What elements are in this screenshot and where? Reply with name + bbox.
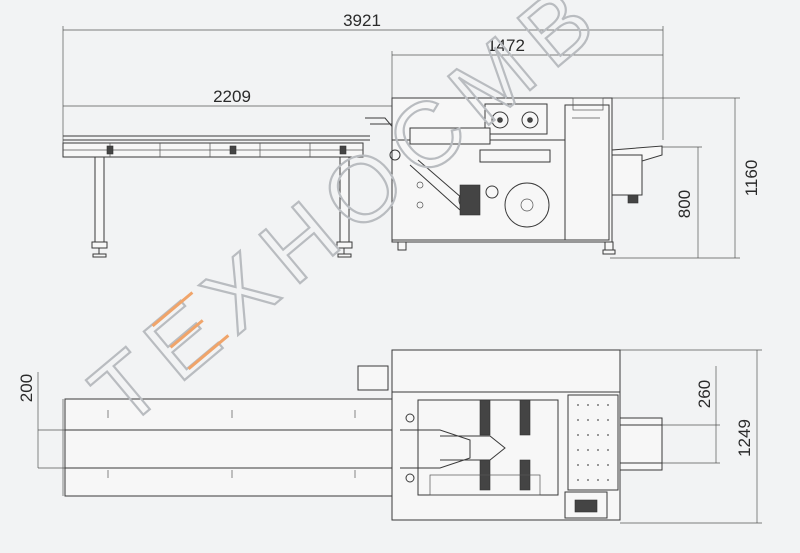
dim-total-length: 3921 — [343, 11, 381, 30]
watermark-accent — [151, 291, 230, 370]
dimension-lines — [37, 26, 762, 524]
dim-work-height: 800 — [675, 190, 694, 218]
side-view — [62, 97, 663, 258]
dim-infeed-conveyor: 2209 — [213, 87, 251, 106]
dimension-labels: 3921 1472 2209 1160 800 200 260 1249 — [17, 11, 761, 457]
top-view — [62, 349, 663, 521]
dim-outfeed-width: 260 — [695, 380, 714, 408]
dim-infeed-width: 200 — [17, 374, 36, 402]
dim-packing-section: 1472 — [487, 36, 525, 55]
dim-overall-height: 1160 — [742, 160, 761, 197]
dim-overall-width: 1249 — [735, 419, 754, 457]
